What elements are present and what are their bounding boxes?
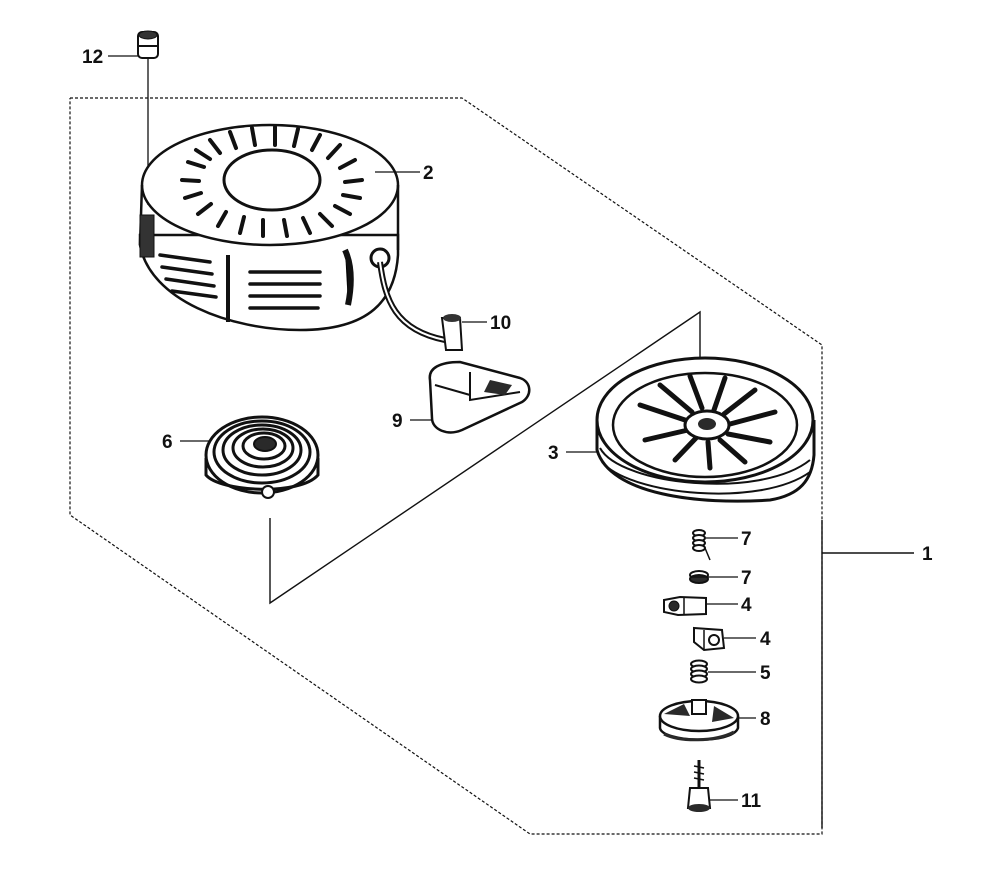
part-4-ratchet-lower (693, 626, 726, 652)
callout-3: 3 (548, 443, 559, 464)
part-11-setting-bolt (686, 760, 712, 812)
inner-group-bracket (269, 310, 701, 605)
part-7-spring-upper (692, 529, 711, 561)
part-3-reel (595, 356, 816, 503)
part-4-ratchet-upper (663, 595, 707, 617)
callout-9: 9 (392, 411, 403, 432)
part-2-starter-case (138, 123, 400, 332)
callout-12: 12 (82, 47, 103, 68)
callout-6: 6 (162, 432, 173, 453)
part-7-spring-lower (689, 570, 709, 584)
callout-4a: 4 (741, 595, 752, 616)
callout-10: 10 (490, 313, 511, 334)
callout-11: 11 (741, 791, 762, 812)
callout-1: 1 (922, 544, 933, 565)
callout-2: 2 (423, 163, 434, 184)
part-6-recoil-spring (204, 415, 320, 499)
part-8-friction-plate (658, 699, 740, 742)
callout-7a: 7 (741, 529, 752, 550)
part-9-starter-grip (428, 360, 531, 434)
callout-5: 5 (760, 663, 771, 684)
callout-4b: 4 (760, 629, 771, 650)
part-10-starter-rope (377, 261, 464, 351)
assembly-boundary (69, 97, 823, 835)
callout-8: 8 (760, 709, 771, 730)
callout-7b: 7 (741, 568, 752, 589)
part-5-friction-spring (690, 659, 708, 684)
